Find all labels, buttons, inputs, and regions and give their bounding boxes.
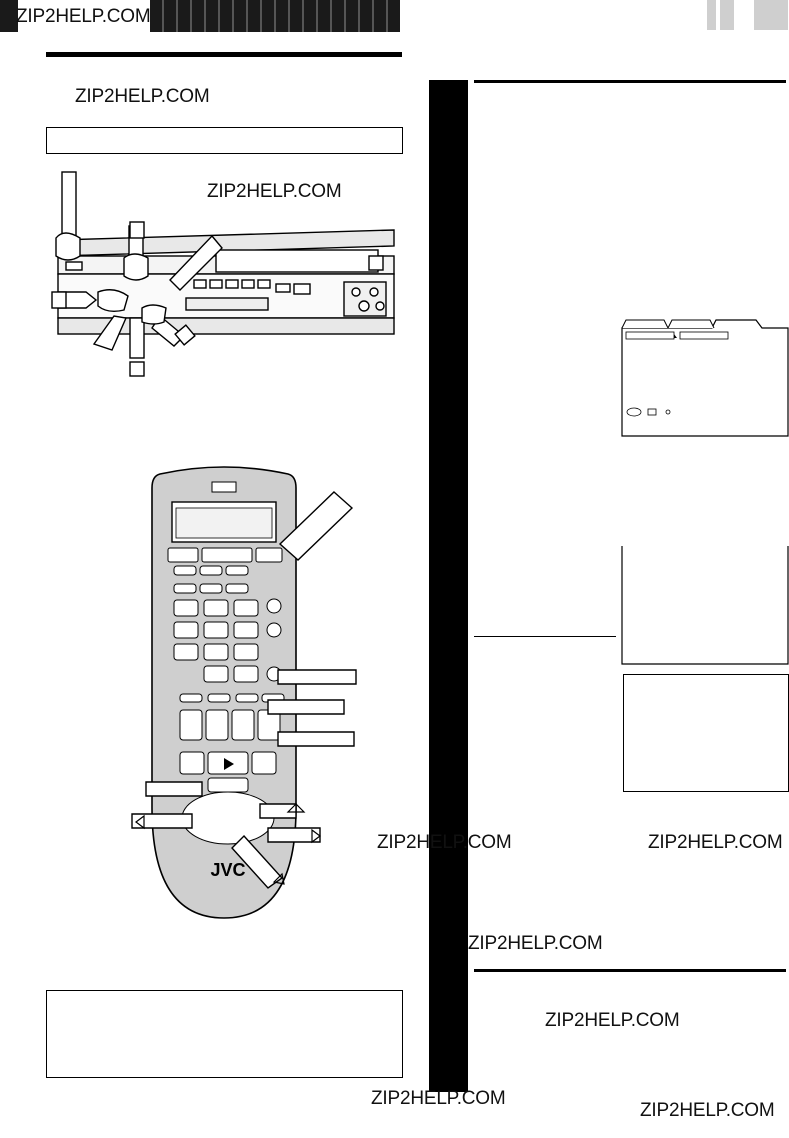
header-segment — [0, 0, 18, 32]
watermark: ZIP2HELP.COM — [640, 1100, 775, 1121]
watermark: ZIP2HELP.COM — [16, 6, 151, 27]
watermark: ZIP2HELP.COM — [377, 832, 512, 853]
section-rule — [474, 80, 786, 83]
display-frame-illustration — [621, 546, 789, 665]
vcr-front-panel-illustration — [51, 171, 395, 377]
watermark: ZIP2HELP.COM — [207, 181, 342, 202]
section-rule — [474, 969, 786, 972]
notes-box — [46, 990, 403, 1078]
remote-brand-logo: JVC — [210, 860, 245, 880]
display-box — [623, 674, 789, 792]
watermark: ZIP2HELP.COM — [75, 86, 210, 107]
watermark: ZIP2HELP.COM — [468, 933, 603, 954]
divider-line — [474, 636, 616, 637]
watermark: ZIP2HELP.COM — [545, 1010, 680, 1031]
section-side-band — [429, 80, 468, 1092]
section-rule — [46, 52, 402, 57]
header-segment — [150, 0, 400, 32]
watermark: ZIP2HELP.COM — [648, 832, 783, 853]
onscreen-menu-illustration — [621, 319, 789, 437]
watermark: ZIP2HELP.COM — [371, 1088, 506, 1109]
heading-box — [46, 127, 403, 154]
remote-control-illustration: JVC — [131, 466, 357, 919]
header-bar — [0, 0, 400, 32]
